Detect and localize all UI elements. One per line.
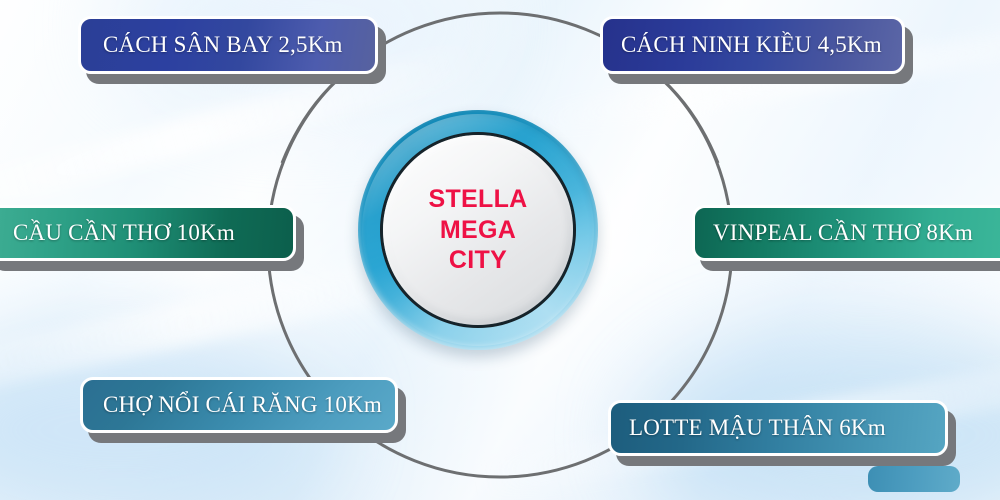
- chip-text: LOTTE MẬU THÂN 6Km: [629, 415, 886, 440]
- label-chip-cho-noi-cai-rang[interactable]: CHỢ NỔI CÁI RĂNG 10Km: [80, 377, 398, 433]
- label-chip-vinpearl-can-tho[interactable]: VINPEAL CẦN THƠ 8Km: [692, 205, 1000, 261]
- chip-text: CÁCH SÂN BAY 2,5Km: [103, 32, 343, 57]
- label-chip-lotte-mau-than[interactable]: LOTTE MẬU THÂN 6Km: [608, 400, 948, 456]
- chip-text: CẦU CẦN THƠ 10Km: [13, 220, 235, 245]
- hub-disc: STELLA MEGA CITY: [383, 135, 573, 325]
- chip-text: CÁCH NINH KIỀU 4,5Km: [621, 32, 882, 57]
- project-name: STELLA MEGA CITY: [428, 185, 528, 275]
- center-hub: STELLA MEGA CITY: [358, 110, 598, 350]
- chip-text: VINPEAL CẦN THƠ 8Km: [713, 220, 973, 245]
- label-chip-ninh-kieu[interactable]: CÁCH NINH KIỀU 4,5Km: [600, 16, 905, 74]
- label-chip-airport[interactable]: CÁCH SÂN BAY 2,5Km: [78, 16, 378, 74]
- label-chip-cropped[interactable]: [868, 466, 960, 492]
- chip-text: CHỢ NỔI CÁI RĂNG 10Km: [103, 392, 382, 417]
- label-chip-cau-can-tho[interactable]: CẦU CẦN THƠ 10Km: [0, 205, 296, 261]
